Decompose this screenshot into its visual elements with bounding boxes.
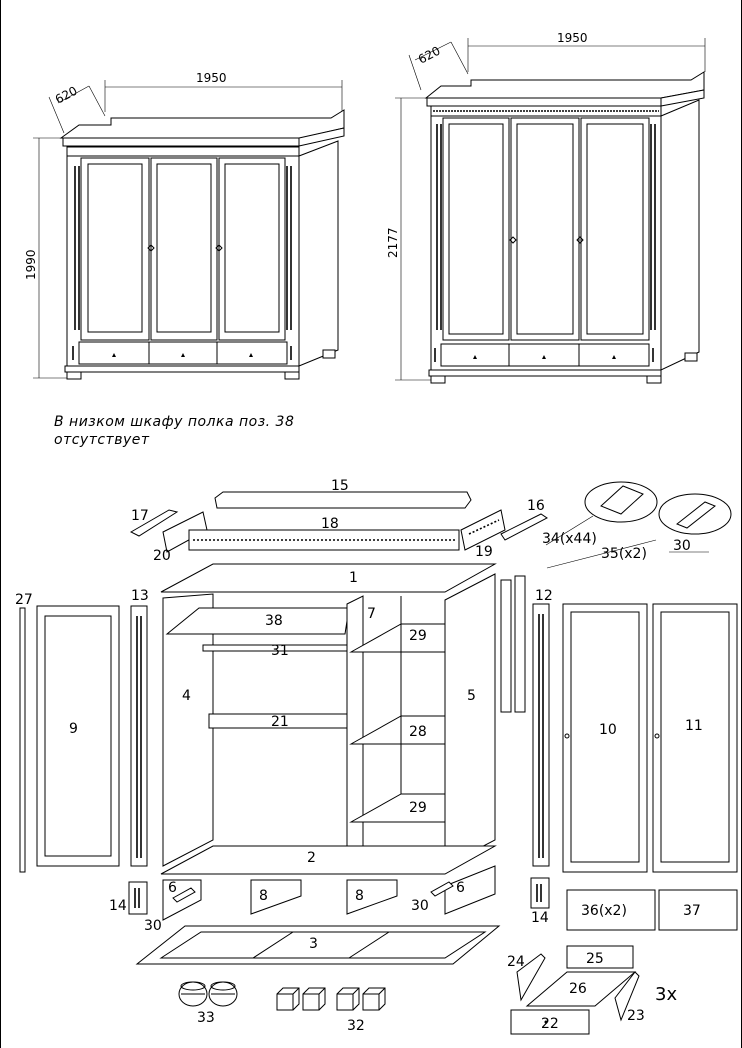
part-25-label: 25: [586, 951, 604, 967]
high-depth-dim: 620: [416, 44, 443, 67]
part-12-label: 12: [535, 588, 553, 604]
part-9-shape: [36, 605, 120, 867]
part-11-shape: [652, 603, 738, 873]
part-3-label: 3: [309, 936, 318, 952]
part-20-label: 20: [153, 548, 171, 564]
low-cabinet-elevation: 620 1950 1990: [24, 71, 345, 380]
part-23-label: 23: [627, 1008, 645, 1024]
part-18-label: 18: [321, 516, 339, 532]
part-29-bottom-label: 29: [409, 800, 427, 816]
part-2-label: 2: [307, 850, 316, 866]
high-width-dim: 1950: [557, 31, 588, 45]
part-16-label: 16: [527, 498, 545, 514]
part-3-shape: [135, 925, 501, 965]
part-6-right-label: 6: [456, 880, 465, 896]
part-35-label: 35(x2): [601, 546, 647, 562]
part-10-shape: [562, 603, 648, 873]
part-2-shape: [160, 845, 497, 875]
part-22-label: 22: [541, 1016, 559, 1032]
part-4-label: 4: [182, 688, 191, 704]
shelf-note-line1: В низком шкафу полка поз. 38: [54, 414, 295, 430]
low-width-dim: 1950: [196, 71, 227, 85]
part-14-right-label: 14: [531, 910, 549, 926]
low-height-dim: 1990: [24, 249, 38, 280]
part-30-dim-label: 30: [673, 538, 691, 554]
low-depth-dim: 620: [53, 84, 80, 107]
part-15-label: 15: [331, 478, 349, 494]
part-32-label: 32: [347, 1018, 365, 1034]
part-18-shape: [188, 529, 460, 551]
part-17-label: 17: [131, 508, 149, 524]
part-19-label: 19: [475, 544, 493, 560]
high-height-dim: 2177: [386, 227, 400, 258]
part-13-label: 13: [131, 588, 149, 604]
part-28-label: 28: [409, 724, 427, 740]
shelf-note: В низком шкафу полка поз. 38 отсутствует: [54, 413, 294, 449]
part-36-label: 36(x2): [581, 903, 627, 919]
part-1-label: 1: [349, 570, 358, 586]
part-10-label: 10: [599, 722, 617, 738]
part-5-shape: [444, 573, 496, 867]
part-27-label: 27: [15, 592, 33, 608]
part-4-shape: [162, 593, 214, 867]
exploded-view: 15 17 20 18 19 16 34(x44) 35(x2) 30 1 27: [15, 478, 738, 1035]
part-26-label: 26: [569, 981, 587, 997]
part-8-left-label: 8: [259, 888, 268, 904]
part-37-label: 37: [683, 903, 701, 919]
part-38-label: 38: [265, 613, 283, 629]
part-24-label: 24: [507, 954, 525, 970]
part-14-left-label: 14: [109, 898, 127, 914]
part-1-shape: [160, 563, 497, 593]
part-7-label: 7: [367, 606, 376, 622]
part-30-left-label: 30: [144, 918, 162, 934]
part-33-label: 33: [197, 1010, 215, 1026]
part-29-top-label: 29: [409, 628, 427, 644]
part-6-left-label: 6: [168, 880, 177, 896]
part-8-right-label: 8: [355, 888, 364, 904]
part-31-label: 31: [271, 643, 289, 659]
part-30-right-label: 30: [411, 898, 429, 914]
part-15-shape: [214, 491, 472, 509]
part-21-label: 21: [271, 714, 289, 730]
high-cabinet-elevation: 620 1950 2177: [386, 31, 706, 384]
drawer-multiplier: 3x: [655, 984, 677, 1005]
part-7-shape: [346, 595, 364, 868]
part-9-label: 9: [69, 721, 78, 737]
shelf-note-line2: отсутствует: [54, 432, 150, 448]
part-34-label: 34(x44): [542, 531, 597, 547]
part-11-label: 11: [685, 718, 703, 734]
part-5-label: 5: [467, 688, 476, 704]
